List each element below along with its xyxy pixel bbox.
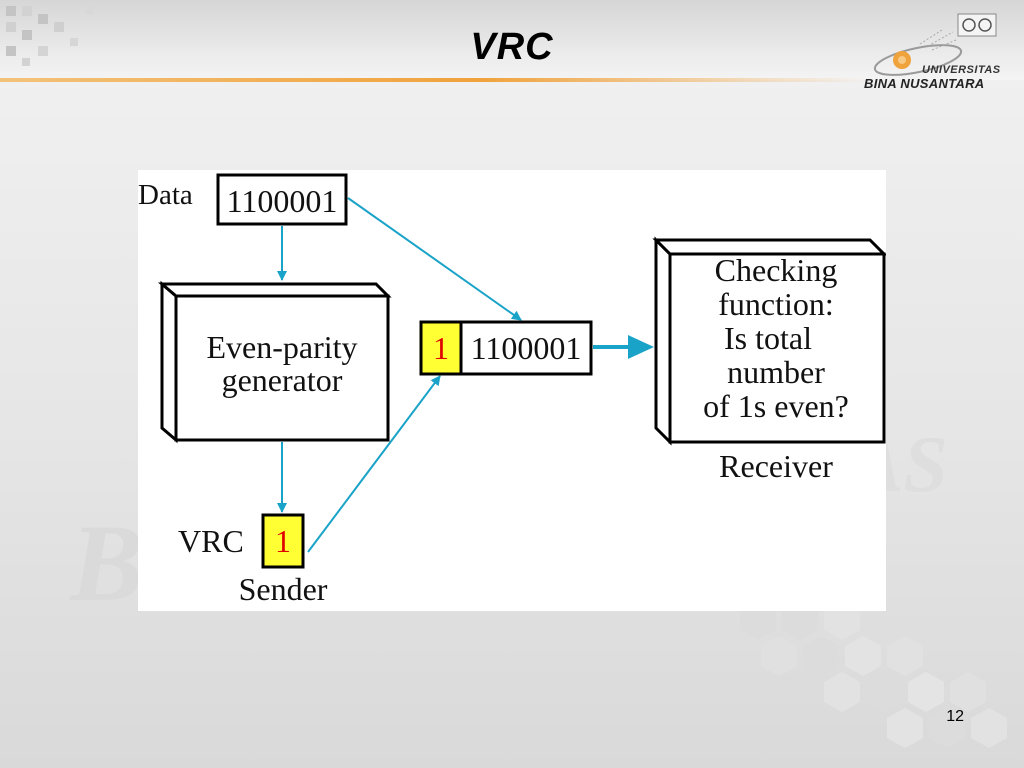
corner-mosaic-decoration bbox=[0, 0, 110, 80]
check-label-line2: function: bbox=[718, 286, 834, 322]
hexagon-pattern-decoration bbox=[740, 600, 1007, 748]
data-box bbox=[216, 173, 348, 226]
slide-title: VRC bbox=[470, 26, 554, 68]
even-parity-generator-block: Even-parity generator bbox=[157, 280, 392, 444]
generator-label-line1: Even-parity bbox=[206, 329, 357, 365]
header-accent-rule bbox=[0, 78, 870, 82]
logo-bina-nusantara-text: BINA NUSANTARA bbox=[864, 76, 985, 91]
generator-label-line2: generator bbox=[222, 362, 343, 398]
vrc-label: VRC bbox=[178, 523, 244, 559]
parity-bit-box bbox=[419, 320, 463, 376]
data-value: 1100001 bbox=[227, 183, 338, 219]
header-band bbox=[0, 0, 1024, 80]
codeword-data-value: 1100001 bbox=[471, 330, 582, 366]
check-label-line3: Is total bbox=[724, 320, 812, 356]
check-label-line4: number bbox=[727, 354, 825, 390]
arrow-vrc-to-codeword bbox=[307, 375, 441, 553]
check-label-line5: of 1s even? bbox=[703, 388, 849, 424]
receiver-label: Receiver bbox=[719, 448, 833, 484]
data-label: Data bbox=[138, 179, 193, 211]
arrow-codeword-to-receiver-head bbox=[628, 335, 654, 359]
parity-bit-value: 1 bbox=[433, 330, 449, 366]
arrow-data-to-codeword bbox=[347, 197, 522, 321]
vrc-bit-value: 1 bbox=[275, 523, 291, 559]
vrc-diagram-canvas: Data 1100001 Even-parity generator VRC 1… bbox=[138, 173, 886, 607]
check-label-line1: Checking bbox=[715, 252, 838, 288]
codeword-data-box bbox=[459, 320, 593, 376]
university-logo bbox=[873, 13, 997, 76]
sender-label: Sender bbox=[239, 571, 328, 607]
vrc-diagram: Data 1100001 Even-parity generator VRC 1… bbox=[138, 170, 886, 611]
checking-function-block: Checking function: Is total number of 1s… bbox=[652, 236, 886, 446]
vrc-bit-box bbox=[261, 513, 305, 569]
page-number: 12 bbox=[946, 708, 964, 725]
logo-universitas-text: UNIVERSITAS bbox=[922, 64, 1001, 76]
